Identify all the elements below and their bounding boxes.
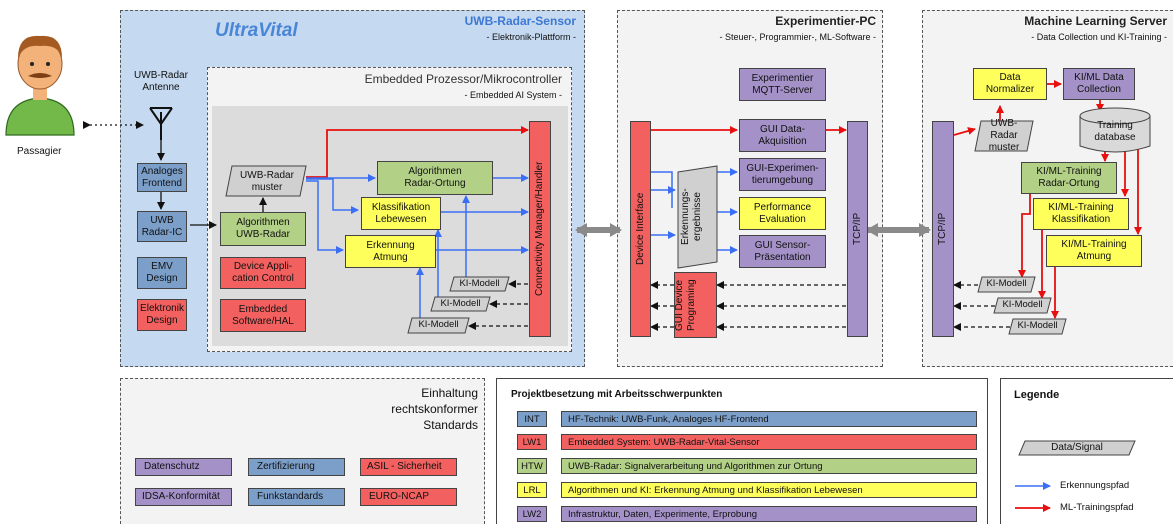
ki-model-2: KI-Modell <box>440 298 481 309</box>
tcpip-ml-label: TCP/IP <box>937 212 948 246</box>
ml-ki-model-3: KI-Modell <box>1017 320 1058 331</box>
training-atmung-box: KI/ML-Training Atmung <box>1046 235 1142 267</box>
project-text-lw1: Embedded System: UWB-Radar-Vital-Sensor <box>561 434 977 450</box>
project-text-lrl: Algorithmen und KI: Erkennung Atmung und… <box>561 482 977 498</box>
training-klassifikation-box: KI/ML-Training Klassifikation <box>1033 198 1129 230</box>
gui-device-programing-box <box>674 272 717 338</box>
radar-pattern-parallelogram: UWB-Radar muster <box>240 169 294 193</box>
device-interface-label: Device Interface <box>635 192 646 266</box>
project-code-lw1: LW1 <box>517 434 547 450</box>
project-code-lw2: LW2 <box>517 506 547 522</box>
experiment-pc-subtitle: - Steuer-, Programmier-, ML-Software - <box>719 32 876 42</box>
standard-zertifizierung: Zertifizierung <box>248 458 345 476</box>
antenna-label: UWB-Radar Antenne <box>134 70 188 93</box>
connectivity-manager-box <box>529 121 551 337</box>
ml-data-collection-box: KI/ML Data Collection <box>1063 68 1135 100</box>
device-interface-box <box>630 121 651 337</box>
project-code-int: INT <box>517 411 547 427</box>
passenger-figure <box>5 35 75 136</box>
legend-title: Legende <box>1014 389 1060 401</box>
training-database-cylinder <box>1079 107 1151 153</box>
standards-title: Einhaltung rechtskonformer Standards <box>391 386 478 432</box>
klassifikation-box: Klassifikation Lebewesen <box>361 197 441 230</box>
connectivity-manager-label: Connectivity Manager/Handler <box>534 161 545 297</box>
data-normalizer-box: Data Normalizer <box>973 68 1047 100</box>
gui-sensor-presentation-box: GUI Sensor- Präsentation <box>739 235 826 268</box>
emv-design-box: EMV Design <box>137 257 187 289</box>
ml-ki-model-1: KI-Modell <box>986 278 1027 289</box>
project-panel <box>496 378 988 524</box>
project-title: Projektbesetzung mit Arbeitsschwerpunkte… <box>511 389 723 400</box>
radar-ic-box: UWB Radar-IC <box>137 211 187 242</box>
standard-datenschutz: Datenschutz <box>135 458 232 476</box>
experiment-pc-title: Experimentier-PC <box>775 14 876 28</box>
elektronik-design-box: Elektronik Design <box>137 299 187 331</box>
project-code-htw: HTW <box>517 458 547 474</box>
legend-detection-path: Erkennungspfad <box>1060 480 1130 491</box>
erkennung-atmung-box: Erkennung Atmung <box>345 235 436 268</box>
ml-ki-model-2: KI-Modell <box>1002 299 1043 310</box>
sensor-title: UWB-Radar-Sensor <box>464 14 576 28</box>
training-radar-ortung-box: KI/ML-Training Radar-Ortung <box>1021 162 1117 194</box>
ki-model-1: KI-Modell <box>459 278 500 289</box>
passenger-label: Passagier <box>17 146 62 157</box>
brand-ultravital: UltraVital <box>215 20 298 41</box>
legend-training-path: ML-Trainingspfad <box>1060 502 1134 513</box>
standard-asil: ASIL - Sicherheit <box>360 458 457 476</box>
embedded-title: Embedded Prozessor/Mikrocontroller <box>364 72 562 86</box>
gui-device-programing-label: GUI Device Programing <box>674 279 697 331</box>
gui-data-acquisition-box: GUI Data- Akquisition <box>739 119 826 152</box>
sensor-subtitle: - Elektronik-Plattform - <box>486 32 576 42</box>
mqtt-server-box: Experimentier MQTT-Server <box>739 68 826 101</box>
embedded-subtitle: - Embedded AI System - <box>464 90 562 100</box>
alg-uwb-radar-box: Algorithmen UWB-Radar <box>220 212 306 246</box>
project-text-htw: UWB-Radar: Signalverarbeitung und Algori… <box>561 458 977 474</box>
alg-radar-ortung-box: Algorithmen Radar-Ortung <box>377 161 493 195</box>
embedded-software-box: Embedded Software/HAL <box>220 299 306 332</box>
project-text-lw2: Infrastruktur, Daten, Experimente, Erpro… <box>561 506 977 522</box>
standard-funkstandards: Funkstandards <box>248 488 345 506</box>
detection-results-label: Erkennungs- ergebnisse <box>680 188 703 246</box>
project-code-lrl: LRL <box>517 482 547 498</box>
project-text-int: HF-Technik: UWB-Funk, Analoges HF-Fronte… <box>561 411 977 427</box>
ki-model-3: KI-Modell <box>418 319 459 330</box>
ml-server-title: Machine Learning Server <box>1024 14 1167 28</box>
analog-frontend-box: Analoges Frontend <box>137 163 187 192</box>
tcpip-ml-box <box>932 121 954 337</box>
device-app-control-box: Device Appli- cation Control <box>220 257 306 289</box>
standard-idsa: IDSA-Konformität <box>135 488 232 506</box>
standard-euro-ncap: EURO-NCAP <box>360 488 457 506</box>
gui-experiment-env-box: GUI-Experimen- tierumgebung <box>739 158 826 191</box>
ml-radar-pattern-parallelogram: UWB-Radar muster <box>988 118 1020 153</box>
performance-evaluation-box: Performance Evaluation <box>739 197 826 230</box>
tcpip-pc-label: TCP/IP <box>852 212 863 246</box>
legend-data-signal: Data/Signal <box>1051 442 1103 453</box>
training-database-label: Training database <box>1094 120 1136 143</box>
ml-server-subtitle: - Data Collection und KI-Training - <box>1031 32 1167 42</box>
